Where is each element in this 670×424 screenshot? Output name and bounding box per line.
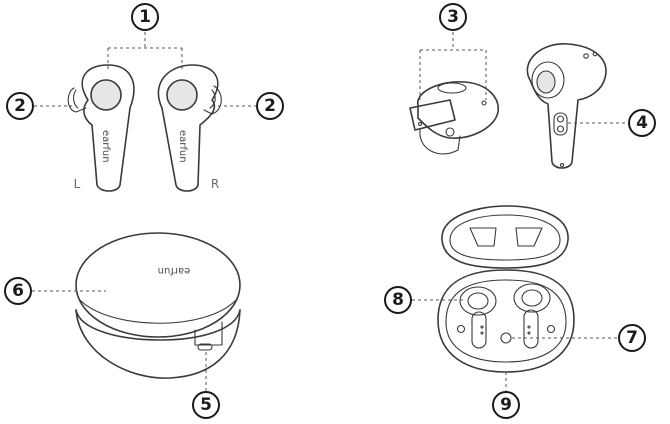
callout-9: 9 — [493, 392, 519, 418]
callout-5: 5 — [193, 392, 219, 418]
callout-4-number: 4 — [636, 113, 648, 133]
callout-1: 1 — [132, 4, 158, 30]
closed-case: earfun — [32, 233, 240, 392]
open-case — [412, 206, 618, 392]
callout-1-number: 1 — [139, 7, 151, 27]
earbuds-front-view: earfun L earfun R — [34, 32, 256, 191]
callout-2-right: 2 — [257, 93, 283, 119]
callout-2-left: 2 — [7, 93, 33, 119]
callout-9-number: 9 — [500, 395, 512, 415]
right-earbud: earfun R — [158, 65, 221, 191]
callout-6: 6 — [5, 278, 31, 304]
callout-2b-number: 2 — [264, 96, 276, 116]
right-bud-brand: earfun — [177, 130, 188, 163]
left-bud-in-case — [458, 287, 497, 348]
earbud-tilted — [410, 82, 498, 154]
callout-3: 3 — [440, 4, 466, 30]
callout-3-number: 3 — [447, 7, 459, 27]
callout-8-number: 8 — [392, 290, 404, 310]
left-side-label: L — [74, 177, 81, 191]
case-brand: earfun — [158, 265, 191, 276]
callout-5-number: 5 — [200, 395, 212, 415]
left-bud-brand: earfun — [100, 130, 111, 163]
callout-2a-number: 2 — [14, 96, 26, 116]
pairing-button — [501, 333, 511, 343]
earbuds-side-views — [410, 32, 628, 168]
callout-7: 7 — [619, 325, 645, 351]
left-earbud: earfun L — [68, 65, 134, 191]
right-touch-sensor — [167, 80, 197, 110]
callout-4: 4 — [629, 110, 655, 136]
callout-7-number: 7 — [626, 328, 638, 348]
callout-8: 8 — [385, 287, 411, 313]
right-side-label: R — [211, 177, 219, 191]
callout-6-number: 6 — [12, 281, 24, 301]
earbud-side — [527, 44, 606, 168]
callout-3-leader — [420, 32, 486, 100]
left-touch-sensor — [91, 80, 121, 110]
callout-1-leader — [108, 32, 182, 70]
